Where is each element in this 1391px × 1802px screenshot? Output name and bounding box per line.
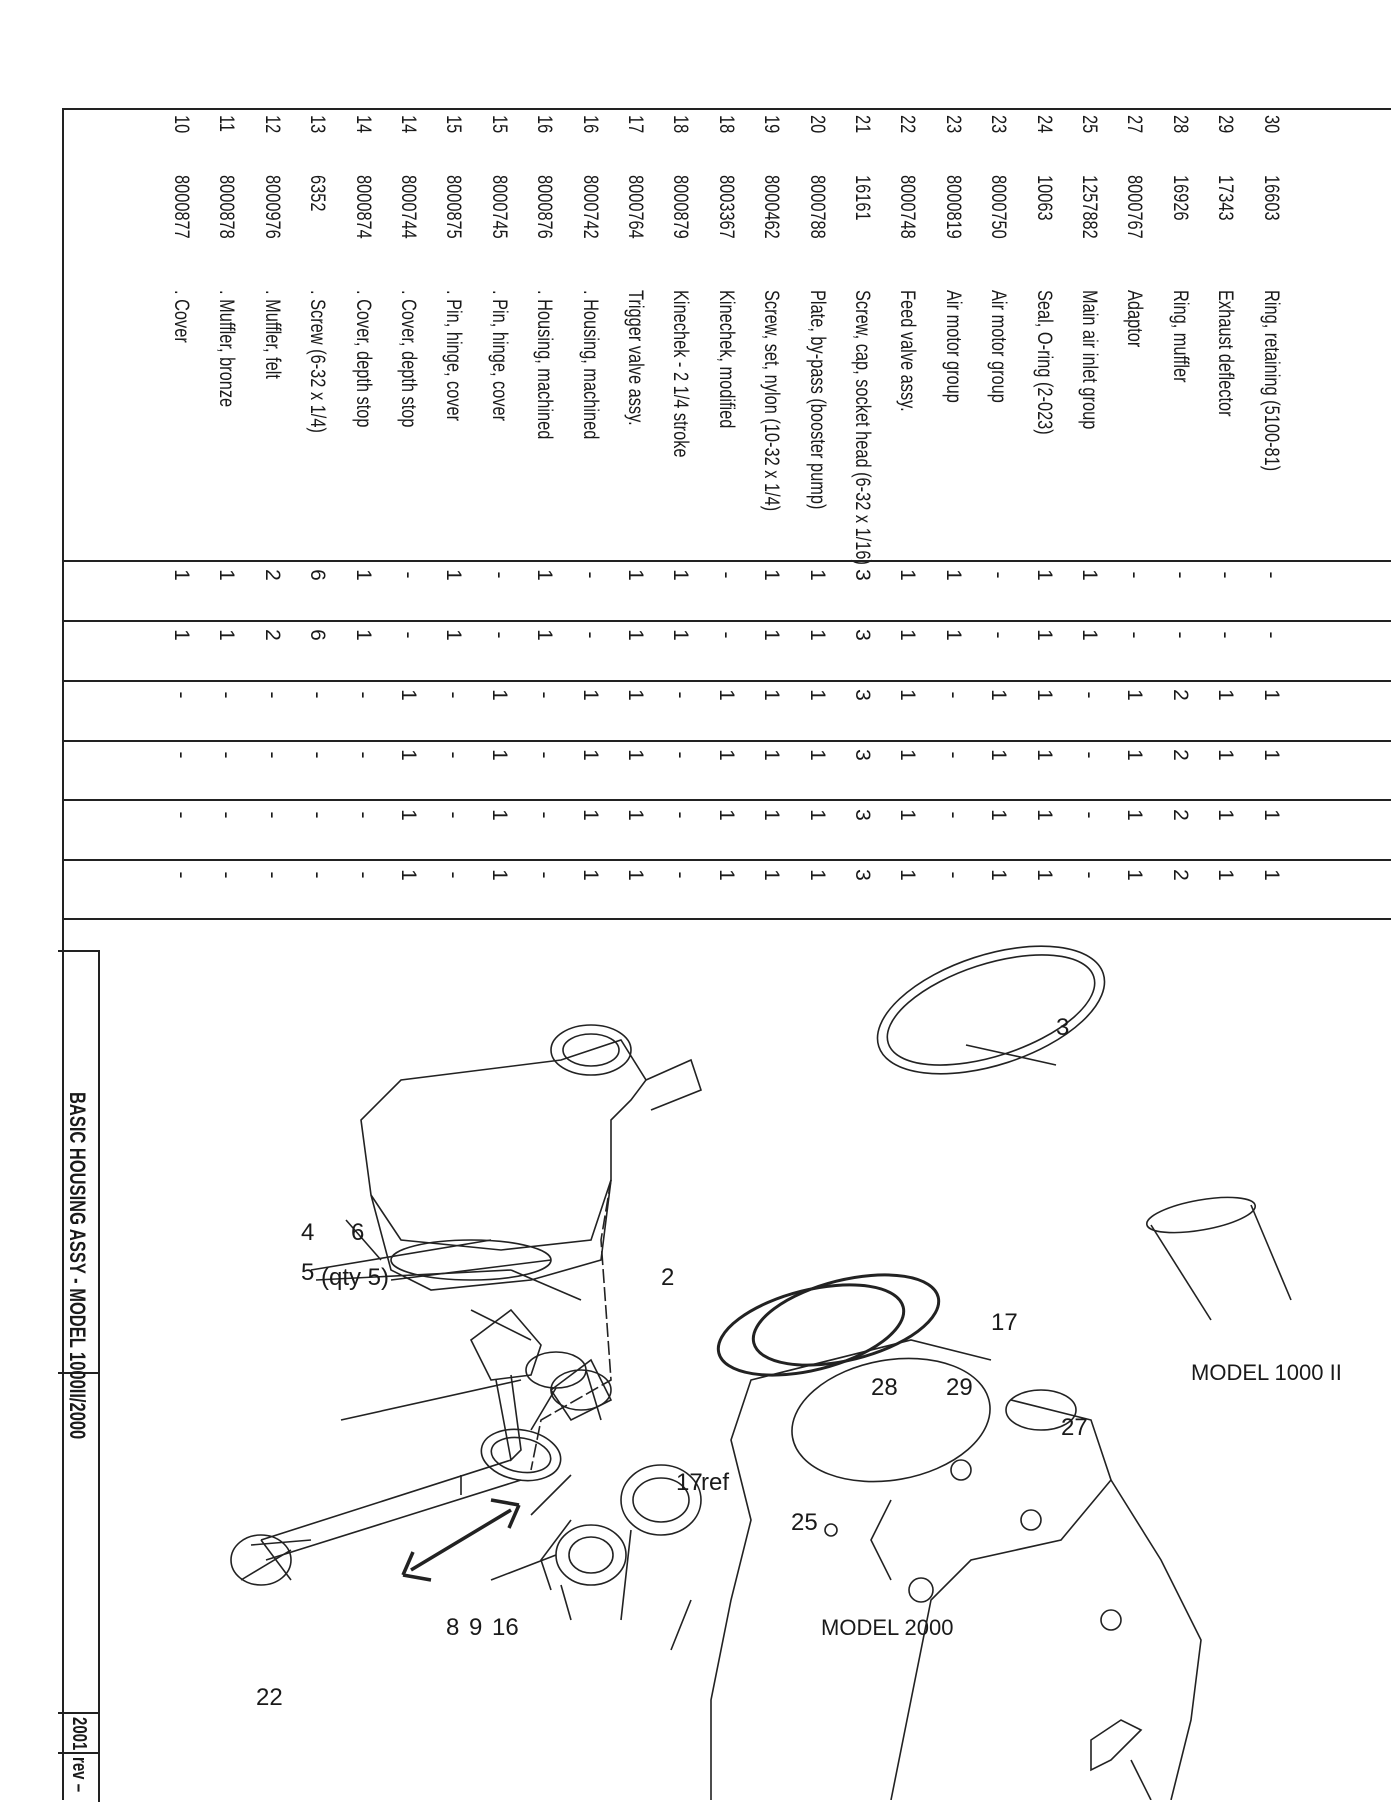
callout-16: 16 — [492, 1614, 519, 1641]
retaining-ring-part — [876, 945, 1106, 1075]
callout-9: 9 — [469, 1614, 482, 1641]
callout-2: 2 — [661, 1264, 674, 1291]
callout-3: 3 — [1056, 1014, 1069, 1041]
callout-22: 22 — [256, 1684, 283, 1711]
tube-part — [1145, 1196, 1292, 1321]
callout-17: 17 — [991, 1309, 1018, 1336]
air-inlet-part — [540, 1519, 632, 1621]
callout-27: 27 — [1061, 1414, 1088, 1441]
feed-valve-part — [525, 1351, 602, 1431]
title-block-divider — [58, 1752, 98, 1754]
callout-17-ref: 17 — [676, 1469, 703, 1496]
callout-28: 28 — [871, 1374, 898, 1401]
muffler-adaptor-part — [360, 1024, 702, 1291]
drawing-year: 2001 — [68, 1717, 90, 1751]
callout-25: 25 — [791, 1509, 818, 1536]
adaptor-tube-part — [230, 1459, 522, 1586]
model-2000-label: MODEL 2000 — [821, 1615, 953, 1640]
trigger-valve-part — [469, 1308, 613, 1462]
feed-screw-part — [1090, 1719, 1143, 1772]
callout-29: 29 — [946, 1374, 973, 1401]
title-block-divider — [58, 1712, 98, 1714]
callout-5-qty: (qty 5) — [321, 1264, 389, 1291]
model-1000-label: MODEL 1000 II — [1191, 1360, 1342, 1385]
callout-8: 8 — [446, 1614, 459, 1641]
o-ring-seal-part — [716, 1273, 941, 1377]
callout-4: 4 — [301, 1219, 314, 1246]
drawing-title: BASIC HOUSING ASSY - MODEL 1000II/2000 — [65, 1092, 90, 1440]
callout-17-ref-label: ref — [701, 1469, 729, 1496]
title-block: BASIC HOUSING ASSY - MODEL 1000II/2000 2… — [58, 950, 100, 1802]
housing-part — [710, 1339, 1202, 1800]
drawing-rev: rev – — [68, 1757, 90, 1793]
callout-5: 5 — [301, 1259, 314, 1286]
callout-6: 6 — [351, 1219, 364, 1246]
muffler-ring-part — [480, 1428, 702, 1536]
